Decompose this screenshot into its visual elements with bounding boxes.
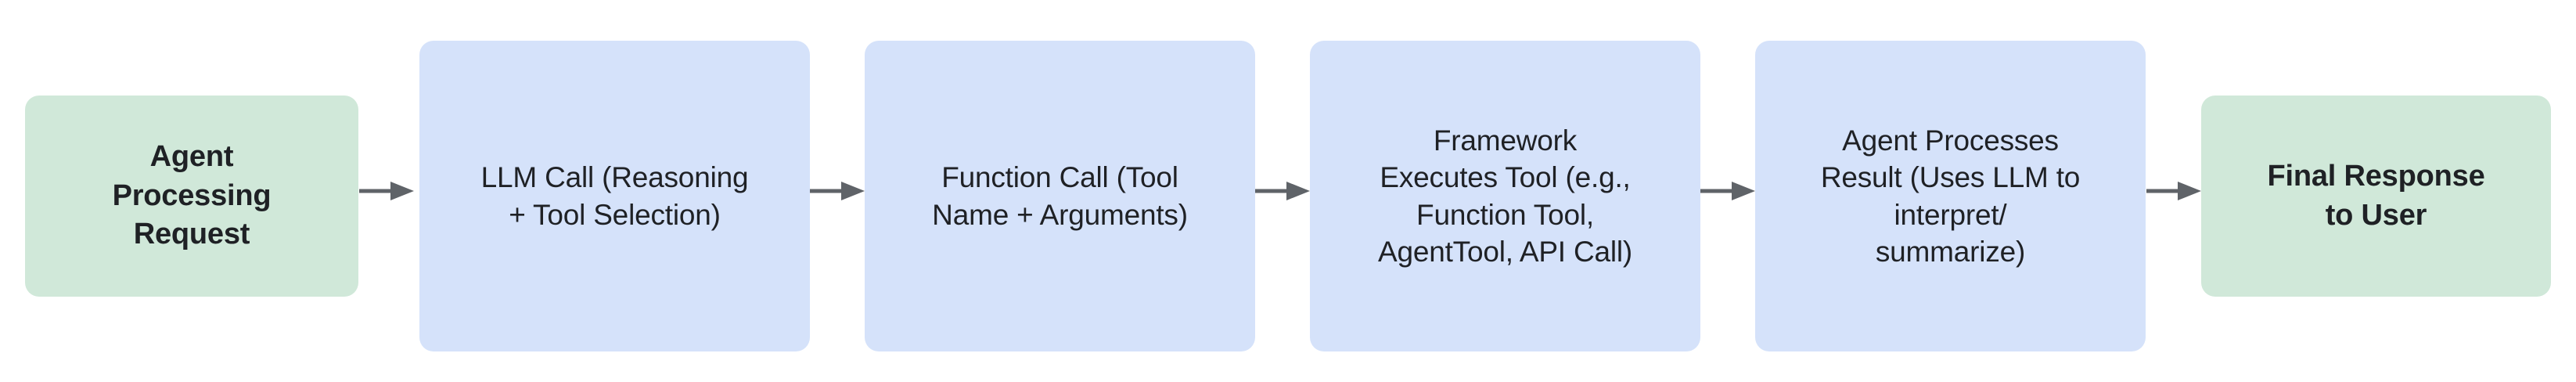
connector-arrow-2 [810, 181, 865, 201]
node-final-response-to-user[interactable]: Final Response to User [2201, 96, 2551, 297]
node-framework-executes-tool[interactable]: Framework Executes Tool (e.g., Function … [1310, 41, 1700, 351]
connector-arrow-1 [359, 181, 414, 201]
node-agent-processing-request[interactable]: Agent Processing Request [25, 96, 358, 297]
node-function-call[interactable]: Function Call (Tool Name + Arguments) [865, 41, 1255, 351]
node-agent-processes-result[interactable]: Agent Processes Result (Uses LLM to inte… [1755, 41, 2146, 351]
connector-arrow-3 [1255, 181, 1310, 201]
node-llm-call[interactable]: LLM Call (Reasoning + Tool Selection) [419, 41, 810, 351]
connector-arrow-5 [2146, 181, 2201, 201]
connector-arrow-4 [1700, 181, 1755, 201]
